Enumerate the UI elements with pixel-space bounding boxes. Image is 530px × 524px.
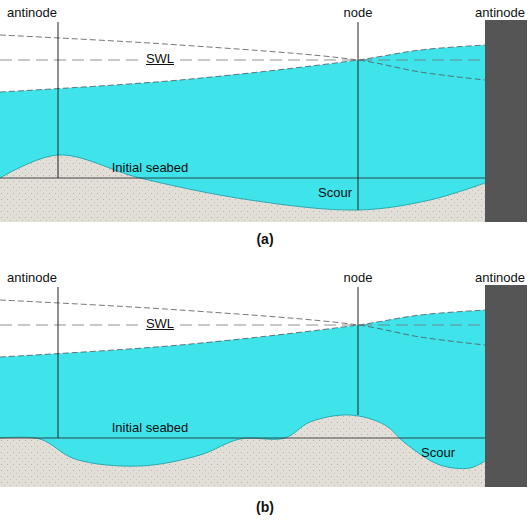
node-line bbox=[358, 287, 359, 415]
antinode-line bbox=[58, 287, 59, 438]
seabed-label: Initial seabed bbox=[112, 161, 189, 175]
seabed-label: Initial seabed bbox=[112, 421, 189, 435]
water bbox=[0, 45, 485, 222]
wave-envelope bbox=[0, 45, 485, 92]
wall bbox=[485, 20, 527, 222]
wave-envelope bbox=[0, 300, 485, 345]
initial-seabed-line bbox=[0, 178, 485, 179]
position-label: antinode bbox=[7, 271, 57, 285]
initial-seabed-line bbox=[0, 438, 485, 439]
position-label: antinode bbox=[475, 6, 525, 20]
node-line bbox=[358, 22, 359, 210]
position-label: node bbox=[344, 6, 373, 20]
panel-drawing bbox=[0, 285, 527, 487]
swl-label: SWL bbox=[144, 317, 176, 331]
antinode-line bbox=[58, 22, 59, 178]
position-label: antinode bbox=[7, 6, 57, 20]
seabed-profile bbox=[0, 155, 485, 210]
swl-line bbox=[0, 325, 485, 326]
seabed-profile bbox=[0, 415, 485, 469]
position-label: antinode bbox=[475, 271, 525, 285]
position-label: node bbox=[344, 271, 373, 285]
panel-caption: (a) bbox=[256, 232, 273, 247]
seabed bbox=[0, 155, 485, 222]
water bbox=[0, 310, 485, 487]
swl-label: SWL bbox=[144, 52, 176, 66]
wave-envelope bbox=[0, 310, 485, 357]
panel-drawing bbox=[0, 20, 527, 222]
swl-line bbox=[0, 60, 485, 61]
seabed bbox=[0, 415, 485, 487]
scour-label: Scour bbox=[318, 186, 352, 200]
wave-envelope bbox=[0, 35, 485, 80]
wall bbox=[485, 285, 527, 487]
scour-label: Scour bbox=[421, 446, 455, 460]
panel-caption: (b) bbox=[256, 500, 274, 515]
